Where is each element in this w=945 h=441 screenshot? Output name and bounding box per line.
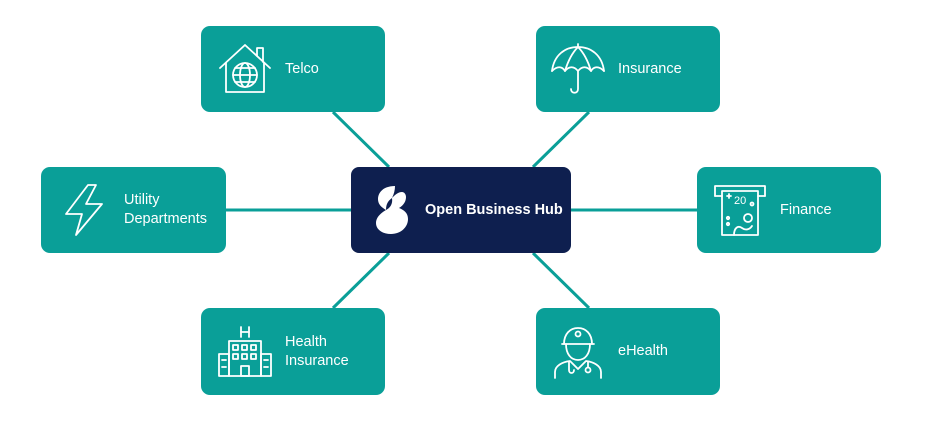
- hospital-building-icon: [217, 324, 273, 380]
- node-health-label: Health Insurance: [285, 333, 349, 369]
- node-insurance: Insurance: [536, 26, 720, 112]
- svg-text:20: 20: [734, 195, 746, 207]
- node-utility-label: Utility Departments: [124, 192, 208, 227]
- node-finance-label: Finance: [780, 201, 832, 218]
- umbrella-icon: [550, 41, 606, 97]
- node-health-insurance: Health Insurance: [201, 308, 385, 395]
- lightning-bolt-icon: [56, 182, 112, 238]
- node-telco-label: Telco: [285, 60, 319, 77]
- node-utility-departments: Utility Departments: [41, 167, 226, 253]
- atm-cash-icon: 20: [712, 182, 768, 238]
- house-globe-icon: [217, 41, 273, 97]
- node-ehealth: eHealth: [536, 308, 720, 395]
- node-ehealth-label: eHealth: [618, 343, 668, 359]
- doctor-icon: [550, 324, 606, 380]
- connector-ehealth: [531, 251, 591, 310]
- connector-telco: [331, 110, 391, 169]
- node-finance: 20 Finance: [697, 167, 881, 253]
- connector-insurance: [531, 110, 591, 169]
- connector-health: [331, 251, 391, 310]
- hub-label: Open Business Hub: [425, 202, 563, 218]
- open-business-hub: Open Business Hub: [351, 167, 571, 253]
- swisscom-logo-icon: [369, 182, 413, 238]
- node-insurance-label: Insurance: [618, 60, 682, 77]
- node-telco: Telco: [201, 26, 385, 112]
